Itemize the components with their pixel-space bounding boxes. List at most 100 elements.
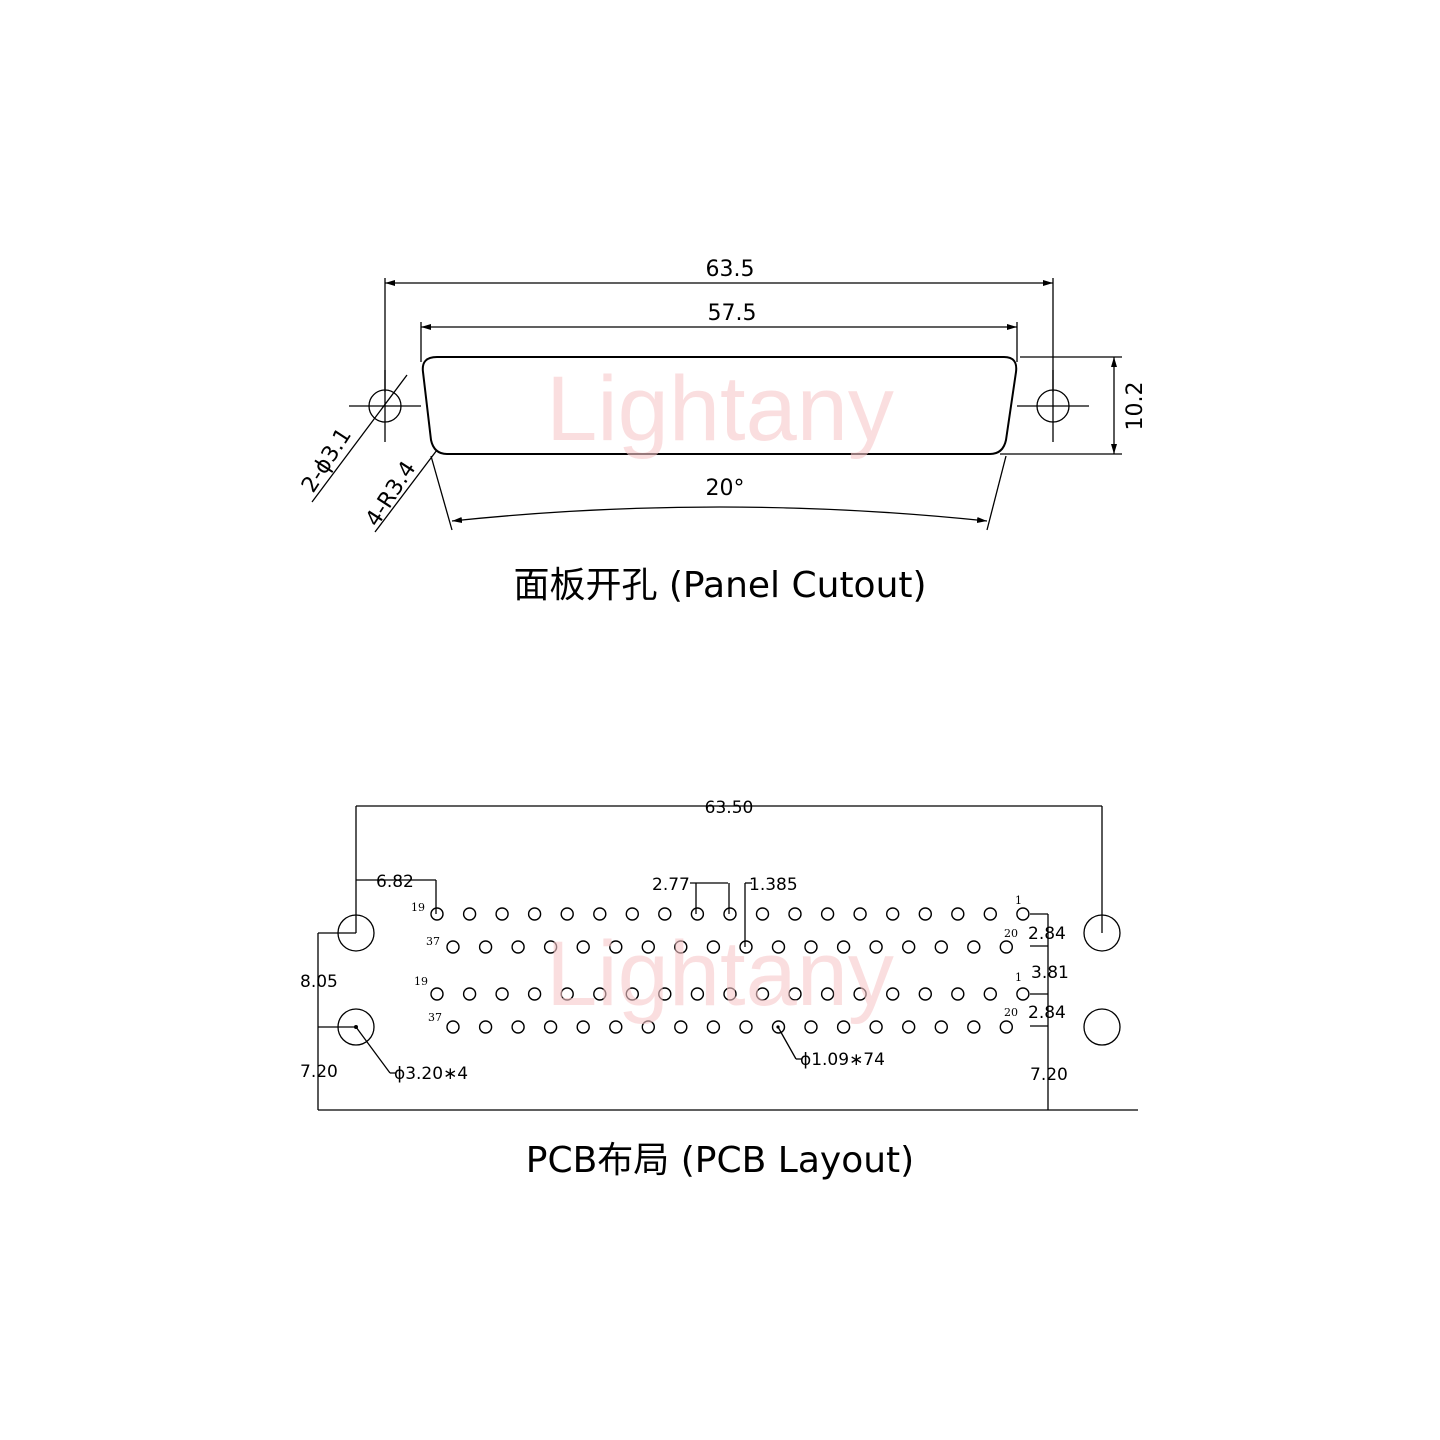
pin-hole (836, 940, 851, 954)
pcb-offset-dimension: 6.82 (376, 872, 414, 892)
pin-label: 1 (1015, 971, 1022, 984)
pin-hole (804, 1020, 818, 1034)
pin-hole (674, 940, 688, 954)
pin-hole (576, 940, 590, 954)
pin-hole (478, 940, 493, 954)
pin-hole (836, 1020, 851, 1034)
pin-hole (967, 940, 981, 954)
pin-hole (446, 940, 460, 954)
watermark-panel: Lightany (546, 358, 894, 460)
pin-hole (804, 940, 818, 954)
pin-hole (609, 1020, 623, 1034)
pin-hole (999, 940, 1013, 954)
radius-leader-line (374, 449, 438, 533)
pin-hole (495, 987, 509, 1001)
pin-hole (511, 1020, 525, 1034)
pin-hole (690, 987, 705, 1001)
panel-overall-dimension: 63.5 (706, 257, 755, 282)
pin-hole (820, 987, 835, 1001)
pin-hole (478, 1020, 493, 1034)
pin-hole (853, 907, 867, 921)
hole-leader-line (311, 374, 408, 503)
pin-hole (593, 907, 607, 921)
pin-label: 37 (428, 1011, 442, 1024)
pcb-edge-left-dimension: 7.20 (300, 1062, 338, 1082)
pin-hole (1016, 987, 1030, 1001)
pin-label: 20 (1004, 1006, 1018, 1019)
pin-hole (869, 1020, 883, 1034)
pin-hole (462, 987, 477, 1001)
pin-hole (886, 987, 900, 1001)
pin-hole (690, 907, 705, 921)
pin-hole (495, 907, 509, 921)
pin-hole (820, 907, 835, 921)
pin-hole (430, 907, 444, 921)
pcb-mount-hole-dimension: ϕ3.20∗4 (394, 1064, 468, 1084)
panel-hole-dimension: 2-ϕ3.1 (297, 424, 357, 498)
pin-label: 19 (411, 901, 425, 914)
panel-height-dimension: 10.2 (1123, 382, 1148, 431)
pcb-pin-hole-dimension: ϕ1.09∗74 (800, 1050, 885, 1070)
pin-hole (543, 940, 558, 954)
pin-hole (886, 907, 900, 921)
pcb-edge-right-dimension: 7.20 (1030, 1065, 1068, 1085)
pin-hole (527, 907, 542, 921)
pin-hole (755, 907, 770, 921)
pin-hole (593, 987, 607, 1001)
pin-hole (934, 940, 948, 954)
panel-angle-arc (451, 506, 988, 523)
pin-grid (430, 907, 1030, 1034)
panel-cutout-caption: 面板开孔 (Panel Cutout) (513, 565, 926, 606)
pin-hole (446, 1020, 460, 1034)
pin-hole (918, 987, 932, 1001)
pin-hole (576, 1020, 590, 1034)
pin-hole (869, 940, 883, 954)
pin-hole (625, 987, 639, 1001)
pcb-mount-spacing-dimension: 8.05 (300, 972, 338, 992)
pin-label: 1 (1015, 894, 1022, 907)
pin-hole (983, 987, 997, 1001)
pin-hole (560, 907, 574, 921)
pin-hole (739, 1020, 753, 1034)
pin-hole (951, 907, 965, 921)
d-sub-cutout-outline (421, 356, 1018, 455)
pin-hole (951, 987, 965, 1001)
pin-hole (674, 1020, 688, 1034)
panel-angle-dimension: 20° (706, 476, 745, 501)
pin-hole (625, 907, 639, 921)
pin-hole (934, 1020, 948, 1034)
pin-hole (543, 1020, 558, 1034)
panel-mount-hole-right (1017, 370, 1089, 442)
pin-label: 37 (426, 935, 440, 948)
pcb-layout-view: 63.50 6.82 2.77 1.385 19 37 19 37 1 20 1… (300, 798, 1138, 1181)
pin-hole (641, 940, 655, 954)
pin-hole (755, 987, 770, 1001)
pcb-row-dimension: 2.84 (1028, 1003, 1066, 1023)
pcb-pitch-dimension: 2.77 (652, 875, 690, 895)
pin-hole (999, 1020, 1013, 1034)
pin-hole (609, 940, 623, 954)
pcb-overall-dimension: 63.50 (705, 798, 754, 818)
pin-hole (462, 907, 477, 921)
pcb-gap-dimension: 3.81 (1031, 963, 1069, 983)
panel-mount-hole-left (349, 370, 421, 442)
pin-hole (430, 987, 444, 1001)
pin-hole (1016, 907, 1030, 921)
pin-hole (853, 987, 867, 1001)
panel-radius-dimension: 4-R3.4 (361, 457, 421, 531)
pcb-mount-hole (1083, 914, 1121, 952)
pin-hole (902, 940, 916, 954)
pin-hole (788, 987, 802, 1001)
pin-hole (723, 907, 737, 921)
pcb-row-dimension: 2.84 (1028, 924, 1066, 944)
pin-hole (771, 1020, 786, 1034)
pin-hole (739, 940, 753, 954)
pin-hole (641, 1020, 655, 1034)
pin-hole (902, 1020, 916, 1034)
watermark-pcb: Lightany (546, 923, 894, 1025)
pin-hole (771, 940, 786, 954)
pcb-half-pitch-dimension: 1.385 (749, 875, 798, 895)
pin-hole (788, 907, 802, 921)
pin-hole (658, 987, 672, 1001)
